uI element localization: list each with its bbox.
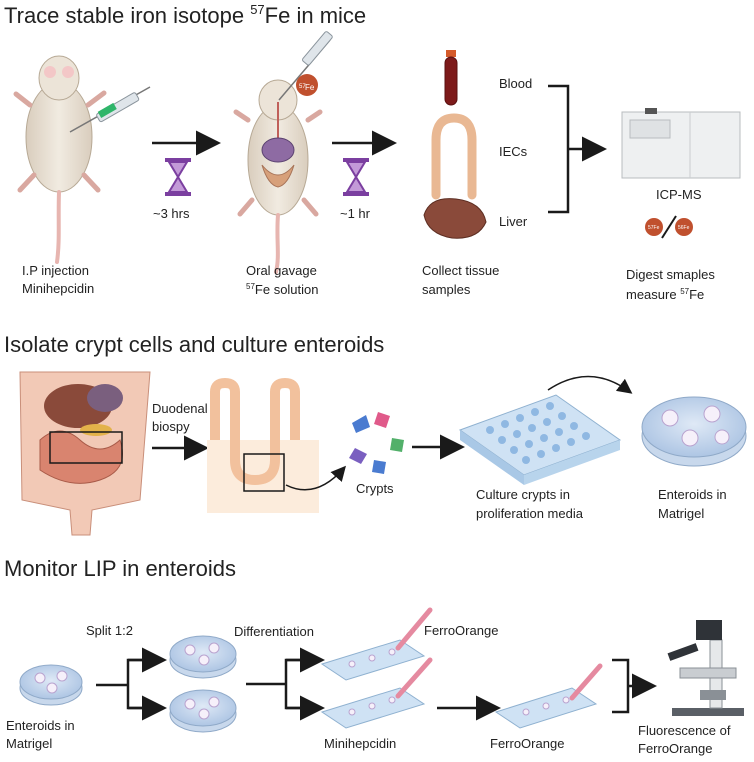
time-label-2: ~1 hr [340,206,371,221]
enteroids-label-2: Enteroids in [6,718,75,733]
zoom-arrow [285,465,346,491]
duodenal-label: Duodenal [152,401,208,416]
chamber-slide-top-icon [320,607,433,681]
microscope-icon [667,620,744,716]
culture-crypts-label: Culture crypts in [476,487,570,502]
section3-title: Monitor LIP in enteroids [4,556,236,581]
ferroorange-label-bottom: FerroOrange [490,736,564,751]
minihepcidin-label-2: Minihepcidin [324,736,396,751]
chamber-slide-ferro-icon [494,663,603,729]
hourglass-icon-2 [343,158,369,196]
syringe-icon [69,86,151,133]
merge-bracket-2 [612,658,652,714]
petri-dish-icon [641,396,747,467]
liver-label: Liver [499,214,528,229]
well-plate-icon [458,394,622,485]
blood-tube-icon [444,50,458,106]
measure-fe-label: measure 57Fe [626,287,704,302]
fe-solution-label: 57Fe solution [246,282,319,297]
arrow-to-dish [547,375,633,394]
svg-text:57Fe: 57Fe [648,225,660,231]
section2-title: Isolate crypt cells and culture enteroid… [4,332,384,357]
svg-text:56Fe: 56Fe [678,225,690,231]
minihepcidin-label: Minihepcidin [22,281,94,296]
matrigel-label-2: Matrigel [6,736,52,751]
svg-text:Fe: Fe [305,83,315,92]
matrigel-label: Matrigel [658,506,704,521]
split-arrows [96,658,160,710]
iecs-label: IECs [499,144,528,159]
blood-label: Blood [499,76,532,91]
abdomen-icon [19,371,151,536]
enteroids-label: Enteroids in [658,487,727,502]
icp-ms-instrument-icon [621,108,741,179]
hourglass-icon [165,158,191,196]
diff-arrows [246,658,318,710]
ip-injection-label: I.P injection [22,263,89,278]
merge-bracket [548,84,602,214]
split-label: Split 1:2 [86,623,133,638]
time-label-1: ~3 hrs [153,206,190,221]
petri-dish-split-2-icon [169,689,237,733]
biopsy-label: biospy [152,419,190,434]
crypts-label: Crypts [356,481,394,496]
mouse-supine-icon [13,55,107,264]
svg-text:57: 57 [299,84,306,90]
icp-ms-label: ICP-MS [656,187,702,202]
gavage-syringe-icon [278,31,333,101]
oral-gavage-label: Oral gavage [246,263,317,278]
villi-crypt-icon [207,377,319,513]
petri-dish-split-1-icon [169,635,237,679]
iron-57-badge: 57 Fe [296,74,318,96]
liver-icon [423,198,487,239]
samples-label: samples [422,282,471,297]
differentiation-label: Differentiation [234,624,314,639]
mouse-gavage-icon [233,79,323,274]
crypts-icon [349,412,404,474]
fluorescence-label: Fluorescence of [638,723,731,738]
chamber-slide-bottom-icon [320,657,433,729]
iecs-icon [431,113,477,200]
proliferation-media-label: proliferation media [476,506,584,521]
ferroorange-label-top: FerroOrange [424,623,498,638]
digest-samples-label: Digest smaples [626,267,715,282]
section1-title: Trace stable iron isotope 57Fe in mice [4,2,366,28]
ratio-icon: 57Fe 56Fe [645,215,693,239]
ferroorange-fluor-label: FerroOrange [638,741,712,756]
collect-tissue-label: Collect tissue [422,263,499,278]
petri-dish-small-icon [19,664,83,706]
